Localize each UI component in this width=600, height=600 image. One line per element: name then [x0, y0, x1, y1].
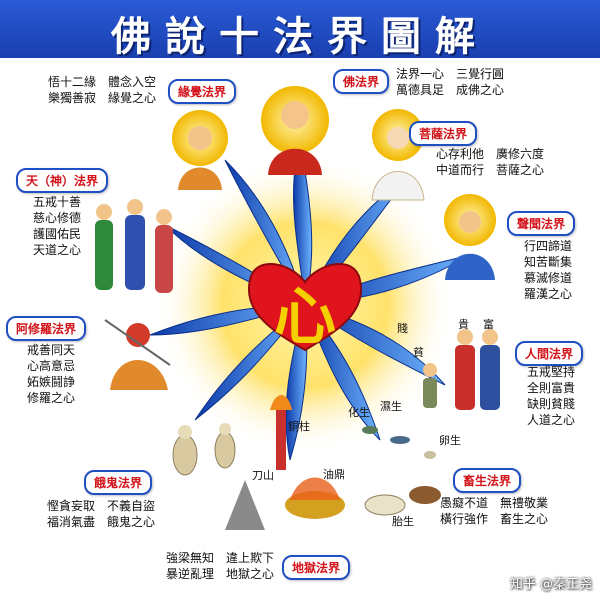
- label-womb-born: 胎生: [392, 515, 414, 528]
- desc-sravaka-realm: 行四諦道 知苦斷集 慕滅修道 羅漢之心: [524, 239, 573, 301]
- human-figures: [423, 329, 500, 410]
- pratyeka-figure: [172, 110, 228, 190]
- desc-hell-realm: 強梁無知 違上欺下 暴逆亂理 地獄之心: [166, 551, 275, 581]
- tag-sravaka-realm: 聲聞法界: [507, 211, 576, 236]
- tag-deva-realm: 天（神）法界: [16, 168, 109, 193]
- label-noble: 貴: [458, 318, 469, 331]
- deva-figures: [95, 199, 173, 293]
- label-egg-born: 卵生: [439, 434, 461, 447]
- heart-emblem: [247, 263, 363, 352]
- desc-human-realm: 五戒堅持 全則富貴 缺則貧賤 人道之心: [527, 365, 576, 427]
- label-lowly: 賤: [397, 322, 408, 335]
- label-rich: 富: [483, 318, 494, 331]
- bodhisattva-figure: [371, 109, 425, 201]
- label-oil-cauldron: 油鼎: [323, 468, 345, 481]
- tag-bodhisattva-realm: 菩薩法界: [409, 121, 478, 146]
- tag-hell-realm: 地獄法界: [282, 555, 351, 580]
- ghost-figures: [172, 423, 236, 476]
- sravaka-figure: [444, 194, 496, 280]
- tag-buddha-realm: 佛法界: [333, 69, 390, 94]
- center-heart-glyph: 心: [274, 280, 336, 353]
- animal-figures: [362, 426, 441, 516]
- hell-scene: [225, 395, 345, 530]
- desc-bodhisattva-realm: 心存利他 廣修六度 中道而行 菩薩之心: [436, 147, 545, 177]
- desc-ghost-realm: 慳貪妄取 不義自盜 福消氣盡 餓鬼之心: [47, 499, 156, 529]
- desc-asura-realm: 戒善同天 心高意忌 妬嫉鬪諍 修羅之心: [27, 343, 76, 405]
- label-transform-born: 化生: [348, 406, 370, 419]
- tag-pratyeka-realm: 緣覺法界: [168, 79, 237, 104]
- label-poor: 貧: [413, 346, 424, 359]
- asura-figure: [104, 319, 171, 390]
- label-moist-born: 濕生: [380, 400, 402, 413]
- page-title: 佛說十法界圖解: [111, 13, 489, 60]
- title-banner: 佛說十法界圖解: [0, 0, 600, 60]
- tag-ghost-realm: 餓鬼法界: [84, 470, 153, 495]
- desc-animal-realm: 愚癡不道 無禮敬業 橫行強作 畜生之心: [440, 496, 549, 526]
- label-knife-mountain: 刀山: [252, 469, 274, 482]
- tag-human-realm: 人間法界: [515, 341, 584, 366]
- mandala-illustration: 心: [95, 86, 500, 530]
- label-copper-pillar: 銅柱: [288, 420, 310, 433]
- watermark: 知乎 @秦正尧: [509, 577, 592, 592]
- tag-animal-realm: 畜生法界: [453, 468, 522, 493]
- tag-asura-realm: 阿修羅法界: [6, 316, 87, 341]
- desc-pratyeka-realm: 悟十二緣 體念入空 樂獨善寂 緣覺之心: [48, 75, 157, 105]
- desc-buddha-realm: 法界一心 三覺行圓 萬德具足 成佛之心: [396, 67, 505, 97]
- desc-deva-realm: 五戒十善 慈心修德 護國佑民 天道之心: [33, 195, 82, 257]
- buddha-figure: [261, 86, 329, 175]
